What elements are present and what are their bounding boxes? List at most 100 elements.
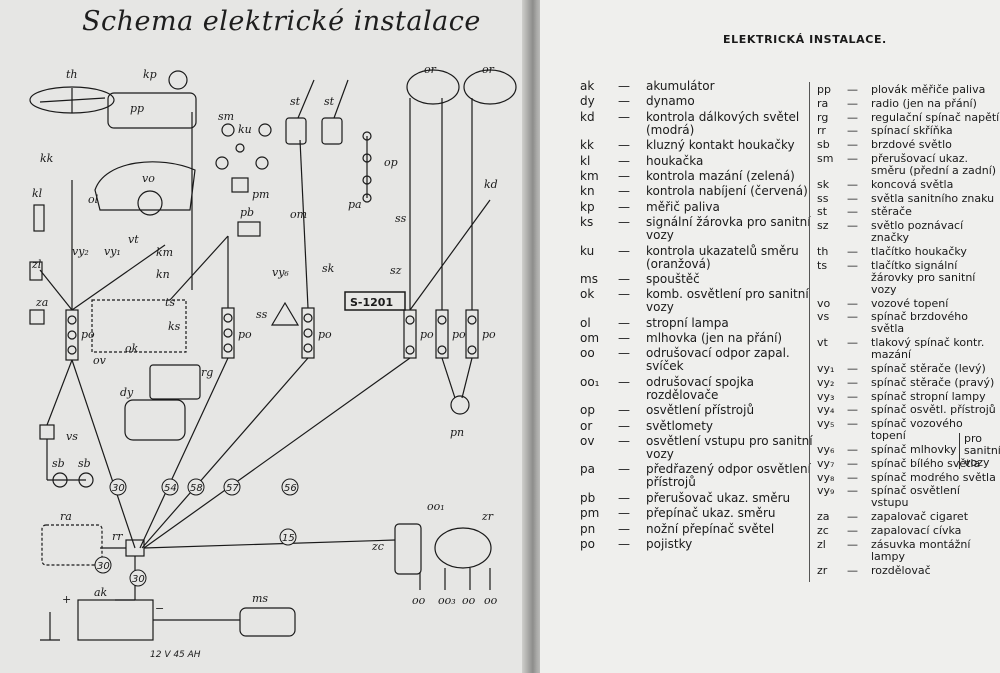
component-label: rg <box>201 366 213 379</box>
component-label: st <box>290 95 301 108</box>
legend-entry: sz—světlo poznávací značky <box>817 219 964 245</box>
legend-entry: ok—komb. osvětlení pro sanitní vozy <box>580 287 809 315</box>
legend-entry: vy₂—spínač stěrače (pravý) <box>817 375 995 389</box>
component-label: pb <box>240 206 254 219</box>
legend-entry: zc—zapalovací cívka <box>817 523 962 537</box>
component-label: ss <box>256 308 268 321</box>
ambulance-group-note: pro sanitní vozy <box>959 433 1000 469</box>
component-label: oo₃ <box>438 594 456 607</box>
legend-entry: vo—vozové topení <box>817 296 949 310</box>
component-label: sb <box>78 457 91 470</box>
fuel-gauge-drawing <box>168 70 188 90</box>
legend-entry: sm—přerušovací ukaz. směru (přední a zad… <box>817 151 997 177</box>
ambulance-sign-drawing <box>270 301 300 326</box>
headlight-right-drawing <box>463 69 517 105</box>
legend-entry: sk—koncová světla <box>817 177 954 191</box>
component-label: om <box>290 208 307 221</box>
component-label: oo <box>462 594 476 607</box>
legend-entry: pm—přepínač ukaz. směru <box>580 506 776 521</box>
legend-entry: vy₆—spínač mlhovky <box>817 442 957 456</box>
legend-entry: pn—nožní přepínač světel <box>580 521 775 536</box>
component-label: po <box>420 328 434 341</box>
legend-entry: vs—spínač brzdového světla <box>817 310 968 336</box>
legend-entry: st—stěrače <box>817 205 912 219</box>
legend-entry: km—kontrola mazání (zelená) <box>580 168 795 183</box>
legend-entry: kl—houkačka <box>580 153 704 168</box>
component-label: oo₁ <box>427 500 445 513</box>
legend-entry: kn—kontrola nabíjení (červená) <box>580 184 808 199</box>
component-label: op <box>384 156 398 169</box>
legend-entry: ks—signální žárovka pro sanitní vozy <box>580 215 811 243</box>
fuel-tank-drawing <box>107 92 197 129</box>
component-label: or <box>482 63 495 76</box>
component-label: dy <box>120 386 134 399</box>
wire-number: 58 <box>190 483 203 494</box>
wire-number: 15 <box>282 533 295 544</box>
legend-entry: kk—kluzný kontakt houkačky <box>580 138 795 153</box>
fuse-box-left-drawing <box>65 309 79 361</box>
wiring-diagram: 30 54 58 57 56 15 30 30 th kp pp sm ku s… <box>29 63 517 660</box>
component-label: pm <box>252 188 269 201</box>
component-label: ol <box>88 193 99 206</box>
legend-entry: ss—světla sanitního znaku <box>817 191 995 205</box>
legend-entry: vy₈—spínač modrého světla <box>817 470 996 484</box>
ambulance-lights-drawing <box>91 299 187 353</box>
legend-title: ELEKTRICKÁ INSTALACE. <box>723 33 887 46</box>
component-label: vo <box>142 172 155 185</box>
legend-entry: ov—osvětlení vstupu pro sanitní vozy <box>580 434 813 462</box>
component-label: th <box>66 68 78 81</box>
license-plate-text: S-1201 <box>350 296 393 309</box>
legend-entry: po—pojistky <box>580 536 693 551</box>
component-label: pp <box>130 102 144 115</box>
wire-number: 30 <box>97 561 110 572</box>
legend-entry: ak—akumulátor <box>580 79 715 93</box>
heater-drawing <box>94 161 196 211</box>
wiper-motor-right-drawing <box>321 117 343 145</box>
legend-list-left: ak—akumulátor dy—dynamo kd—kontrola dálk… <box>580 80 816 553</box>
component-label: vy₁ <box>104 245 121 258</box>
legend-entry: ms—spouštěč <box>580 271 700 286</box>
component-label: sz <box>390 264 402 277</box>
legend-entry: rr—spínací skříňka <box>817 124 953 138</box>
legend-entry: oo₁—odrušovací spojka rozdělovače <box>580 374 754 402</box>
component-label: pn <box>450 426 464 439</box>
component-label: kl <box>32 187 43 200</box>
dynamo-drawing <box>124 399 186 441</box>
starter-drawing <box>239 607 296 637</box>
component-label: pa <box>348 198 362 211</box>
component-label: oo <box>484 594 498 607</box>
legend-entry: za—zapalovač cigaret <box>817 510 969 524</box>
legend-entry: vy₁—spínač stěrače (levý) <box>817 361 986 375</box>
component-label: po <box>81 328 95 341</box>
legend-entry: oo—odrušovací odpor zapal. svíček <box>580 346 790 374</box>
component-label: vs <box>66 430 78 443</box>
legend-entry: dy—dynamo <box>580 94 695 109</box>
component-label: ss <box>395 212 407 225</box>
component-label: zl <box>31 258 42 271</box>
legend-entry: ts—tlačítko signální žárovky pro sanitní… <box>817 258 976 296</box>
component-label: zc <box>371 540 384 553</box>
battery-drawing <box>77 599 154 641</box>
fuse-box-right-drawing <box>403 309 479 359</box>
legend-entry: pp—plovák měřiče paliva <box>817 83 986 96</box>
component-label: vt <box>128 233 139 246</box>
diagram-page: Schema elektrické instalace <box>0 0 528 673</box>
component-label: oo <box>412 594 426 607</box>
plus-sign: + <box>62 593 71 606</box>
legend-list-right: pp—plovák měřiče paliva ra—radio (jen na… <box>817 84 1000 578</box>
component-label: st <box>324 95 335 108</box>
component-label: kn <box>156 268 170 281</box>
legend-entry: kp—měřič paliva <box>580 199 720 214</box>
component-label: rr <box>112 530 123 543</box>
license-plate-drawing <box>344 291 406 311</box>
component-label: ak <box>94 586 108 599</box>
legend-entry: om—mlhovka (jen na přání) <box>580 331 783 346</box>
wire-number: 30 <box>132 574 145 585</box>
component-label: kk <box>40 152 54 165</box>
battery-rating: 12 V 45 AH <box>150 650 201 660</box>
minus-sign: − <box>155 602 164 615</box>
legend-entry: ol—stropní lampa <box>580 315 729 330</box>
component-label: sm <box>218 110 234 123</box>
legend-entry: ku—kontrola ukazatelů směru (oranžová) <box>580 243 799 271</box>
component-label: po <box>482 328 496 341</box>
